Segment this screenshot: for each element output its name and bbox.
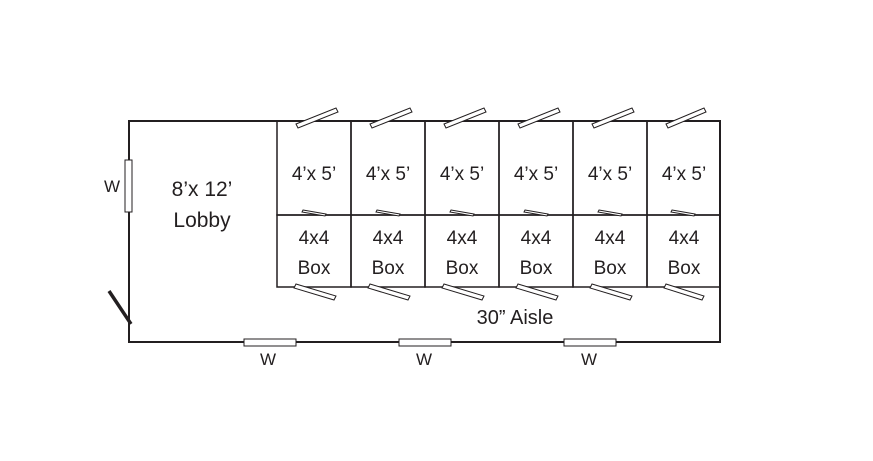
box-name-label: Box [372,258,405,279]
stall-size-label: 4’x 5’ [662,164,706,185]
lobby-name-label: Lobby [173,209,231,232]
stall-size-label: 4’x 5’ [440,164,484,185]
stall-inner-door[interactable] [375,209,401,217]
stall-top-door[interactable] [369,107,413,129]
stall-inner-door[interactable] [597,209,623,217]
stall-top-door[interactable] [295,107,339,129]
box-size-label: 4x4 [521,228,552,249]
stall-size-label: 4’x 5’ [292,164,336,185]
stall-top-door[interactable] [517,107,561,129]
stall-inner-door[interactable] [670,209,696,217]
booth-column: 4’x 5’ 4x4 Box [276,107,352,301]
box-name-label: Box [446,258,479,279]
box-name-label: Box [298,258,331,279]
box-aisle-door[interactable] [367,283,411,301]
booth-column: 4’x 5’ 4x4 Box [646,107,721,301]
stall-size-label: 4’x 5’ [514,164,558,185]
box-size-label: 4x4 [669,228,700,249]
box-name-label: Box [520,258,553,279]
stall-top-door[interactable] [591,107,635,129]
booth-column: 4’x 5’ 4x4 Box [498,107,574,301]
box-aisle-door[interactable] [441,283,485,301]
box-size-label: 4x4 [595,228,626,249]
box-room [646,214,721,288]
box-aisle-door[interactable] [515,283,559,301]
window-left [124,159,133,213]
window-bottom-3-label: W [581,350,597,369]
stall-size-label: 4’x 5’ [588,164,632,185]
window-bottom-2-label: W [416,350,432,369]
booth-column: 4’x 5’ 4x4 Box [424,107,500,301]
stall-inner-door[interactable] [523,209,549,217]
window-bottom-3 [563,338,617,347]
booth-column: 4’x 5’ 4x4 Box [572,107,648,301]
booth-column: 4’x 5’ 4x4 Box [350,107,426,301]
box-size-label: 4x4 [373,228,404,249]
stall-size-label: 4’x 5’ [366,164,410,185]
stall-inner-door[interactable] [301,209,327,217]
box-aisle-door[interactable] [663,283,705,301]
window-bottom-2 [398,338,452,347]
box-aisle-door[interactable] [589,283,633,301]
stall-top-door[interactable] [443,107,487,129]
window-bottom-1 [243,338,297,347]
booths: 4’x 5’ 4x4 Box 4’x 5’ 4x4 Box 4’x 5’ 4x4… [276,107,721,301]
aisle-label: 30” Aisle [477,307,554,329]
lobby-door[interactable] [107,290,133,325]
box-size-label: 4x4 [299,228,330,249]
window-left-label: W [104,177,120,196]
lobby-size-label: 8’x 12’ [172,178,233,201]
stall-top-door[interactable] [665,107,707,129]
stall-inner-door[interactable] [449,209,475,217]
box-aisle-door[interactable] [293,283,337,301]
window-bottom-1-label: W [260,350,276,369]
box-name-label: Box [668,258,701,279]
box-name-label: Box [594,258,627,279]
box-size-label: 4x4 [447,228,478,249]
